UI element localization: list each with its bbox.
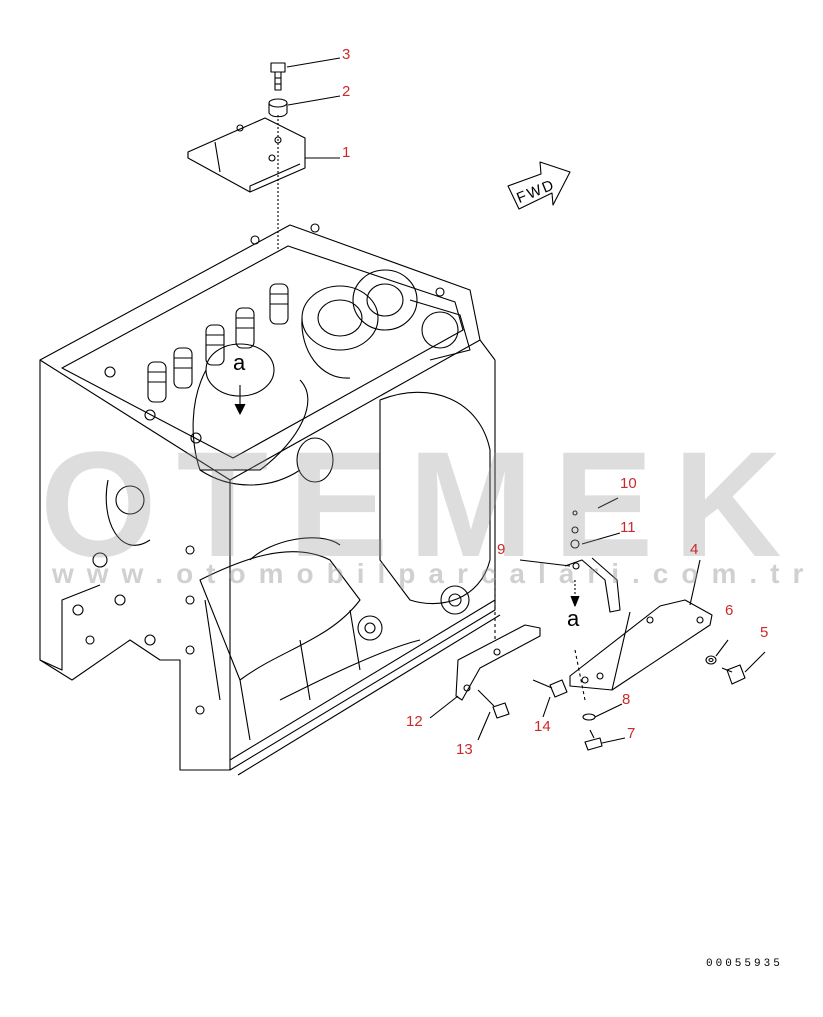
leader-lines <box>286 57 766 744</box>
part-4-bracket <box>569 599 713 691</box>
bolt-7 <box>584 729 603 751</box>
part-1-plate <box>187 115 306 250</box>
part-9-bracket <box>564 510 621 613</box>
callout-12[interactable]: 12 <box>406 713 423 730</box>
turbocharger <box>301 269 471 379</box>
reference-mark-lower: a <box>567 606 580 631</box>
callout-9[interactable]: 9 <box>497 541 506 558</box>
bolt-5 <box>721 664 746 685</box>
engine-block <box>39 223 501 776</box>
watermark-brand: OTEMEK <box>40 420 802 588</box>
washer-6 <box>705 655 717 665</box>
washer-8 <box>582 713 596 721</box>
part-3-bolt <box>270 62 286 91</box>
callout-1[interactable]: 1 <box>342 144 351 161</box>
callout-14[interactable]: 14 <box>534 718 551 735</box>
callout-2[interactable]: 2 <box>342 83 351 100</box>
callout-7[interactable]: 7 <box>627 725 636 742</box>
bolt-14 <box>532 679 568 698</box>
fwd-arrow <box>507 161 571 210</box>
document-number: 00055935 <box>706 958 783 970</box>
exhaust-elbow <box>192 343 334 486</box>
callout-3[interactable]: 3 <box>342 46 351 63</box>
callout-11[interactable]: 11 <box>620 519 636 536</box>
callout-13[interactable]: 13 <box>456 741 473 758</box>
callout-4[interactable]: 4 <box>690 541 699 558</box>
watermark-site: www.otomobilparcalari.com.tr <box>52 558 817 589</box>
callout-6[interactable]: 6 <box>725 602 734 619</box>
callout-8[interactable]: 8 <box>622 691 631 708</box>
bolt-13 <box>477 689 510 719</box>
reference-mark-upper: a <box>233 350 246 375</box>
part-2-spacer <box>268 98 288 118</box>
callout-10[interactable]: 10 <box>620 475 637 492</box>
callout-5[interactable]: 5 <box>760 624 769 641</box>
valve-springs <box>147 283 289 403</box>
part-12-bracket <box>455 624 541 701</box>
